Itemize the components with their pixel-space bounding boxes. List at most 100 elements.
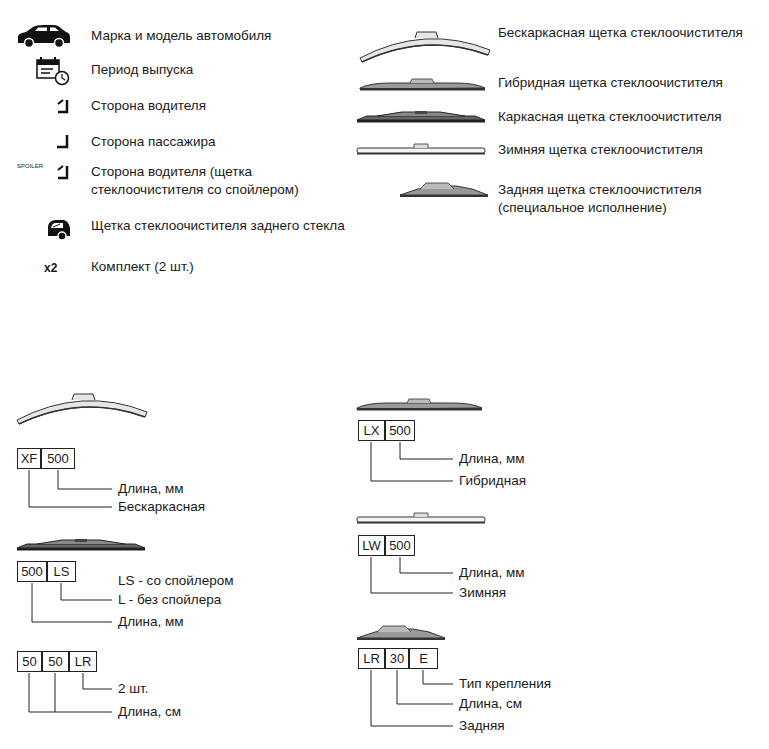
icon-text: SPOILER — [17, 162, 43, 170]
rear-window-icon — [53, 224, 60, 227]
part-label: L - без спойлера — [118, 591, 221, 609]
car-icon — [25, 39, 34, 48]
legend-text: Щетка стеклоочистителя заднего стекла — [91, 217, 346, 235]
leader-lines — [397, 670, 453, 704]
code-box: 30 — [385, 648, 409, 669]
code-text: 500 — [389, 538, 411, 554]
leader-lines — [29, 442, 453, 726]
calendar-icon — [54, 57, 56, 62]
code-box: LW — [358, 535, 385, 556]
illustration-layer — [17, 539, 145, 551]
illustration-layer — [357, 111, 485, 123]
illustration-layer — [357, 144, 485, 155]
legend-text: Гибридная щетка стеклоочистителя — [498, 74, 766, 92]
part-label: Длина, мм — [459, 564, 525, 582]
leader-lines — [55, 673, 56, 712]
code-box: 500 — [41, 448, 75, 469]
legend-text: Зимняя щетка стеклоочистителя — [498, 141, 766, 159]
code-text: 50 — [22, 654, 36, 670]
calendar-icon — [62, 74, 65, 80]
part-label: Длина, см — [459, 695, 522, 713]
leader-lines — [400, 557, 453, 573]
legend-text: Сторона водителя (щетка стеклоочистителя… — [91, 163, 346, 199]
leader-lines — [32, 583, 112, 622]
illustration-layer — [17, 394, 147, 424]
calendar-icon — [56, 72, 69, 85]
code-text: LR — [75, 654, 92, 670]
illustration-layer — [357, 626, 445, 640]
part-label: Длина, см — [118, 703, 181, 721]
car-icon — [55, 39, 64, 48]
leader-lines — [423, 670, 453, 684]
code-text: 500 — [21, 564, 43, 580]
legend-text: Сторона пассажира — [91, 133, 351, 151]
code-text: 30 — [390, 651, 404, 667]
part-label: Бескаркасная — [118, 498, 205, 516]
calendar-icon — [40, 57, 42, 62]
legend-text: Сторона водителя — [91, 97, 351, 115]
set-mark: x2 — [44, 259, 57, 277]
code-text: E — [419, 651, 428, 667]
part-label: Гибридная — [459, 472, 526, 490]
part-label: Длина, мм — [118, 613, 184, 631]
legend-text: Комплект (2 шт.) — [91, 258, 351, 276]
passenger-side-icon — [57, 135, 67, 147]
code-box: 500 — [385, 420, 415, 441]
legend-text: Бескаркасная щетка стеклоочистителя — [498, 24, 766, 42]
legend-text: Марка и модель автомобиля — [91, 27, 351, 45]
leader-lines — [29, 470, 112, 507]
part-label: Зимняя — [459, 584, 506, 602]
part-label: Длина, мм — [459, 450, 525, 468]
spoiler-driver-icon — [58, 166, 63, 170]
spoiler-driver-icon — [58, 166, 67, 178]
legend-text: Период выпуска — [91, 61, 351, 79]
leader-lines — [400, 442, 453, 459]
code-text: 500 — [47, 451, 69, 467]
legend-text: Каркасная щетка стеклоочистителя — [498, 108, 766, 126]
code-text: 500 — [389, 423, 411, 439]
code-text: LW — [362, 538, 381, 554]
code-box: 500 — [385, 535, 415, 556]
code-box: 50 — [42, 651, 69, 672]
code-box: 50 — [17, 651, 42, 672]
car-icon — [35, 28, 59, 32]
calendar-icon — [41, 68, 53, 70]
leader-lines — [371, 670, 453, 726]
passenger-side-icon — [57, 135, 67, 147]
part-label: Тип крепления — [459, 675, 551, 693]
code-box: LX — [358, 420, 385, 441]
illustration-layer — [357, 399, 482, 411]
part-label: Длина, мм — [118, 480, 184, 498]
calendar-icon — [41, 72, 50, 74]
code-box: LS — [47, 561, 76, 582]
illustration-layer — [400, 183, 488, 197]
legend-text: Задняя щетка стеклоочистителя (специальн… — [498, 181, 760, 217]
code-text: 50 — [48, 654, 62, 670]
code-box: XF — [17, 448, 41, 469]
leader-lines — [61, 583, 112, 600]
part-label: 2 шт. — [118, 680, 149, 698]
part-label: Задняя — [459, 717, 505, 735]
spoiler-driver-icon — [58, 166, 67, 178]
rear-window-icon — [58, 232, 66, 240]
leader-lines — [371, 557, 453, 593]
driver-side-icon — [58, 100, 67, 112]
illustration-layer — [360, 79, 485, 91]
driver-side-icon — [58, 100, 67, 112]
illustration-layer — [357, 513, 485, 524]
code-text: XF — [21, 451, 38, 467]
leader-lines — [371, 442, 453, 481]
leader-lines — [83, 673, 112, 689]
code-text: LS — [54, 564, 70, 580]
code-box: LR — [358, 648, 385, 669]
code-box: LR — [69, 651, 97, 672]
code-box: 500 — [17, 561, 47, 582]
part-label: LS - со спойлером — [118, 572, 233, 590]
rear-window-icon — [51, 223, 63, 228]
leader-lines — [29, 673, 112, 712]
driver-side-icon — [58, 100, 63, 104]
code-box: E — [409, 648, 438, 669]
code-text: LX — [364, 423, 380, 439]
calendar-icon — [37, 57, 69, 85]
leader-lines — [58, 470, 112, 489]
